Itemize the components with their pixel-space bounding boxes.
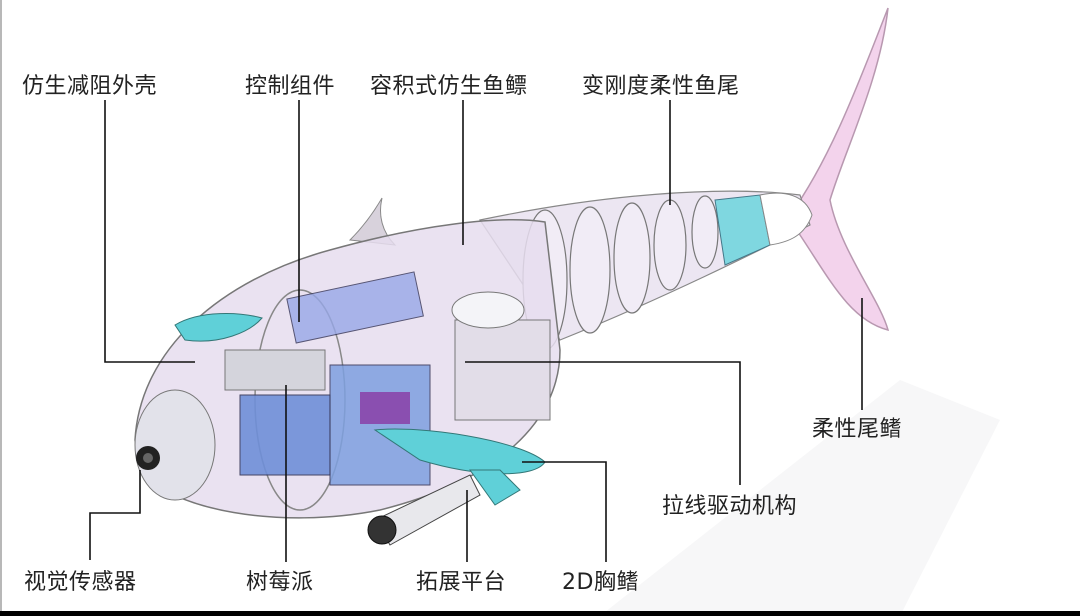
battery-box	[329, 364, 431, 486]
tail-tip	[759, 192, 813, 246]
label-cable-drive: 拉线驱动机构	[662, 494, 798, 519]
reflection	[600, 380, 1000, 616]
label-pectoral-fin: 2D胸鳍	[562, 570, 639, 595]
drive-box	[454, 319, 551, 421]
left-pectoral-fin	[174, 313, 263, 342]
expansion-lens	[367, 515, 397, 545]
label-caudal-fin: 柔性尾鳍	[812, 417, 903, 442]
label-variable-stiffness-tail: 变刚度柔性鱼尾	[582, 74, 740, 99]
label-raspberry-pi: 树莓派	[246, 570, 314, 595]
nose-dome	[134, 389, 216, 501]
left-border	[0, 0, 2, 612]
label-control-assembly: 控制组件	[245, 74, 336, 99]
leader-vision	[89, 470, 141, 560]
control-board	[286, 271, 424, 344]
bottom-border	[0, 611, 1080, 616]
leader-lines	[89, 100, 863, 562]
leader-cable-drive	[465, 361, 741, 485]
swim-bladder	[451, 291, 525, 329]
purple-servo	[360, 392, 410, 424]
label-bionic-shell: 仿生减阻外壳	[22, 74, 158, 99]
leader-pectoral-fin	[522, 461, 607, 562]
camera-lens-inner	[143, 453, 153, 463]
caudal-fin	[789, 7, 890, 332]
label-vision-sensor: 视觉传感器	[24, 570, 137, 595]
label-swim-bladder: 容积式仿生鱼鳔	[370, 74, 528, 99]
expansion-bracket	[469, 469, 521, 506]
electronics-box	[224, 349, 326, 391]
leader-shell	[104, 100, 195, 363]
label-expansion-platform: 拓展平台	[416, 570, 507, 595]
raspberry-pi-board	[239, 394, 331, 476]
